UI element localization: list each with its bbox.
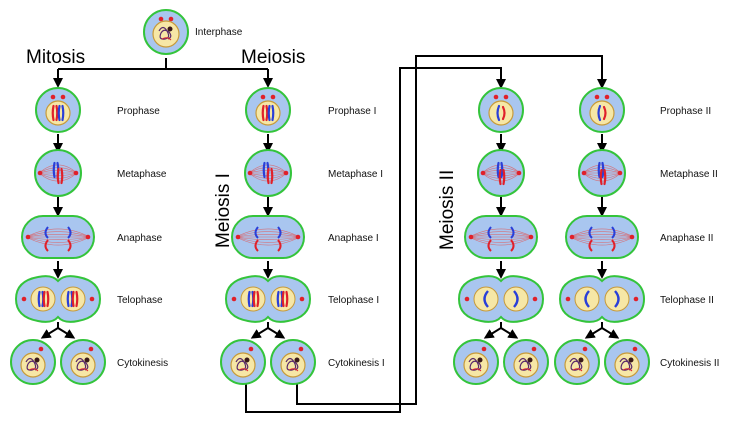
split-meiosis2a — [483, 322, 519, 339]
stage-arrows — [40, 134, 620, 339]
label-meiosis1-3: Telophase I — [328, 295, 379, 306]
cell-meiosis1-metaphase — [244, 149, 292, 197]
cell-meiosis2a-anaphase2 — [464, 215, 538, 259]
cell-mitosis-anaphase — [21, 215, 95, 259]
cell-meiosis2b-cytokinesis2 — [554, 339, 650, 385]
label-meiosis2b-1: Metaphase II — [660, 169, 718, 180]
cell-meiosis1-cytokinesis — [220, 339, 316, 385]
label-mitosis-2: Anaphase — [117, 233, 162, 244]
label-mitosis-3: Telophase — [117, 295, 163, 306]
cell-mitosis-cytokinesis — [10, 339, 106, 385]
meiosis-1-title: Meiosis I — [213, 173, 234, 248]
connector-lines — [53, 55, 607, 413]
label-meiosis1-1: Metaphase I — [328, 169, 383, 180]
cell-meiosis2a-telophase2 — [457, 275, 545, 323]
stage-labels: ProphaseMetaphaseAnaphaseTelophaseCytoki… — [117, 106, 719, 369]
mitosis-title: Mitosis — [26, 47, 85, 68]
meiosis-title: Meiosis — [241, 47, 305, 68]
label-mitosis-0: Prophase — [117, 106, 160, 117]
cell-meiosis1-prophase — [245, 87, 291, 133]
label-meiosis2b-0: Prophase II — [660, 106, 711, 117]
label-meiosis2b-4: Cytokinesis II — [660, 358, 719, 369]
cell-mitosis-prophase — [35, 87, 81, 133]
label-meiosis1-0: Prophase I — [328, 106, 376, 117]
cell-mitosis-telophase — [14, 275, 102, 323]
label-mitosis-4: Cytokinesis — [117, 358, 168, 369]
interphase-label: Interphase — [195, 27, 243, 38]
cell-meiosis2b-metaphase2 — [578, 149, 626, 197]
label-meiosis1-4: Cytokinesis I — [328, 358, 385, 369]
split-meiosis1 — [250, 322, 286, 339]
cell-meiosis1-anaphase — [231, 215, 305, 259]
split-meiosis2b — [584, 322, 620, 339]
meiosis-2-title: Meiosis II — [437, 170, 458, 250]
split-mitosis — [40, 322, 76, 339]
cell-meiosis2a-prophase2 — [478, 87, 524, 133]
cell-interphase — [143, 9, 189, 55]
label-meiosis2b-2: Anaphase II — [660, 233, 713, 244]
cell-meiosis2b-prophase2 — [579, 87, 625, 133]
cell-meiosis1-telophase — [224, 275, 312, 323]
cell-meiosis2a-cytokinesis2 — [453, 339, 549, 385]
cell-meiosis2a-metaphase2 — [477, 149, 525, 197]
label-meiosis1-2: Anaphase I — [328, 233, 379, 244]
cells-layer — [10, 9, 650, 385]
cell-mitosis-metaphase — [34, 149, 82, 197]
label-mitosis-1: Metaphase — [117, 169, 167, 180]
cell-meiosis2b-anaphase2 — [565, 215, 639, 259]
cell-meiosis2b-telophase2 — [558, 275, 646, 323]
label-meiosis2b-3: Telophase II — [660, 295, 714, 306]
